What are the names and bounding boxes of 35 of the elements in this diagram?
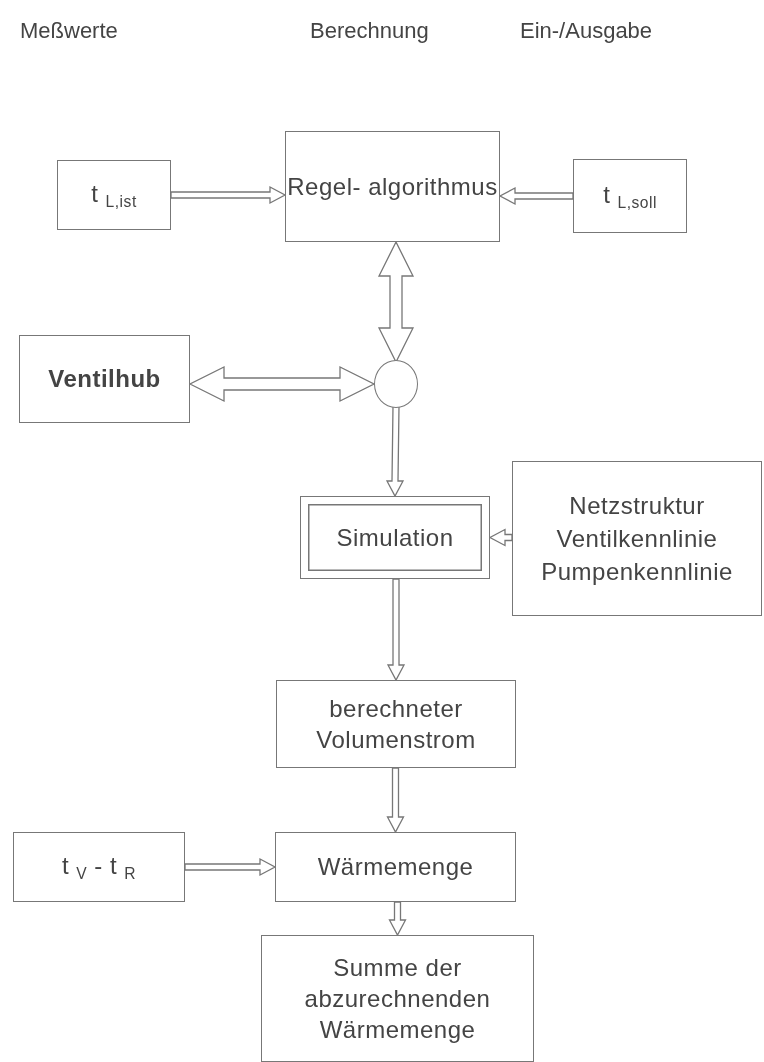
- box-label: t $_{L,ist}$: [91, 178, 137, 213]
- process-box: [19, 335, 190, 423]
- process-box: [13, 832, 185, 902]
- hollow-arrow: [488, 528, 513, 547]
- column-heading: Berechnung: [310, 18, 429, 44]
- process-box: [300, 496, 490, 579]
- process-box: [285, 131, 500, 242]
- column-heading: Ein-/Ausgabe: [520, 18, 653, 44]
- hollow-arrow: [188, 365, 376, 403]
- box-label: Wärmemenge: [317, 852, 474, 883]
- process-box: [275, 832, 516, 902]
- process-box: [276, 680, 516, 768]
- hollow-arrow: [170, 185, 287, 205]
- hollow-arrow: [386, 767, 405, 834]
- column-heading: Meßwerte: [20, 18, 118, 44]
- hollow-arrow: [184, 857, 277, 877]
- box-label: Simulation: [336, 522, 454, 553]
- process-box: [512, 461, 762, 616]
- hollow-arrow: [386, 578, 406, 682]
- box-label: Pumpenkennlinie: [541, 557, 733, 588]
- process-box: [261, 935, 534, 1062]
- box-label: berechneter Volumenstrom: [315, 693, 477, 755]
- process-box: [573, 159, 687, 233]
- hollow-arrow: [498, 186, 574, 206]
- box-label: t $_{L,soll}$: [603, 179, 657, 214]
- box-label: Ventilhub: [48, 364, 161, 395]
- box-label: t $_{V}$ - t $_{R}$: [61, 850, 137, 885]
- hollow-arrow: [385, 405, 405, 498]
- box-label: Summe der abzurechnenden Wärmemenge: [303, 952, 492, 1046]
- process-box: [57, 160, 171, 230]
- box-label: Ventilkennlinie: [556, 523, 718, 554]
- junction-circle: [374, 360, 418, 408]
- box-label: Regel- algorithmus: [287, 171, 498, 202]
- box-label: Netzstruktur: [569, 490, 705, 521]
- hollow-arrow: [388, 901, 407, 937]
